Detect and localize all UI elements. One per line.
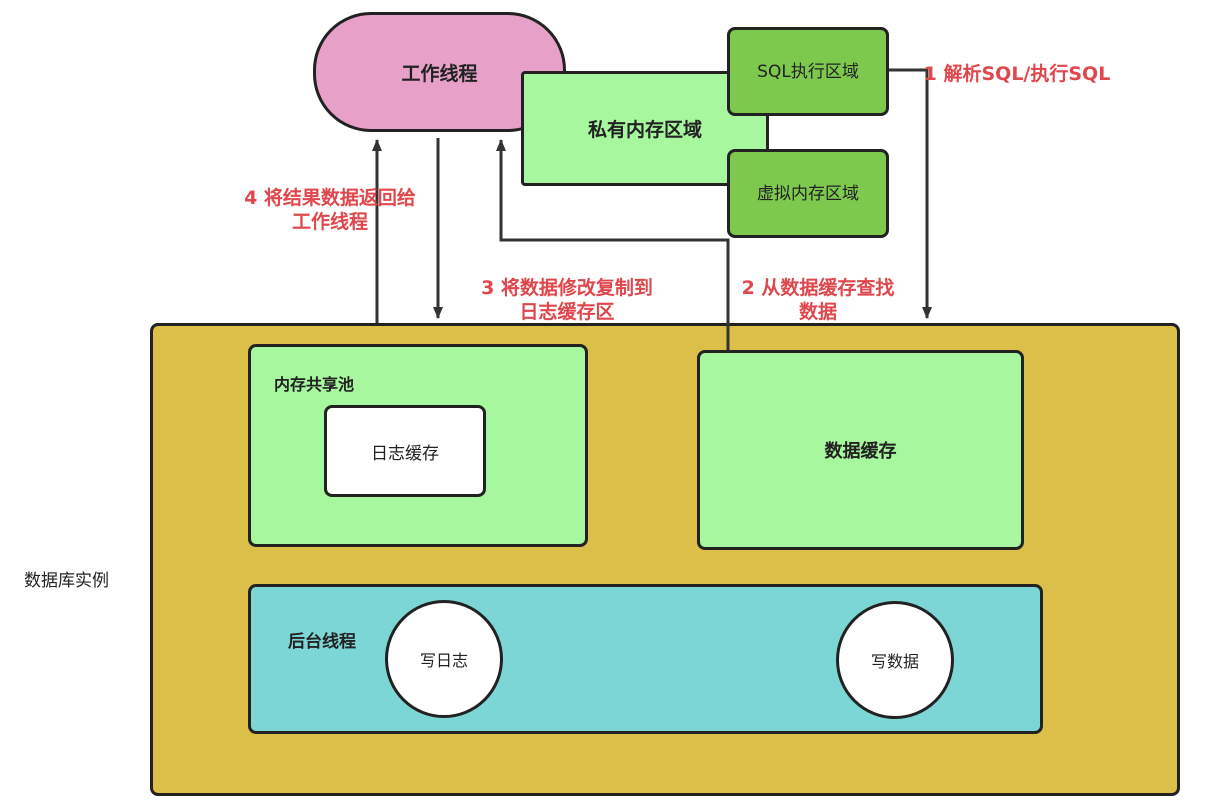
arrow-parse-to-cache bbox=[889, 68, 932, 319]
write-data-label: 写数据 bbox=[870, 652, 919, 671]
step-2-label: 2 从数据缓存查找数据 bbox=[741, 277, 895, 323]
virtual-memory-area-label: 虚拟内存区域 bbox=[757, 183, 859, 204]
data-cache-node: 数据缓存 bbox=[697, 350, 1024, 550]
private-memory-label: 私有内存区域 bbox=[587, 119, 702, 141]
write-log-label: 写日志 bbox=[419, 651, 468, 670]
sql-execution-area-label: SQL执行区域 bbox=[757, 61, 859, 82]
data-cache-label: 数据缓存 bbox=[824, 441, 897, 462]
arrow-copy-to-log bbox=[496, 139, 730, 350]
shared-memory-pool-label: 内存共享池 bbox=[274, 375, 355, 394]
background-thread-label: 后台线程 bbox=[288, 632, 356, 652]
write-data-node: 写数据 bbox=[836, 601, 954, 719]
log-cache-label: 日志缓存 bbox=[371, 443, 439, 464]
virtual-memory-area-node: 虚拟内存区域 bbox=[727, 149, 889, 238]
step-1-label: 1 解析SQL/执行SQL bbox=[923, 63, 1111, 85]
step-3-label: 3 将数据修改复制到日志缓存区 bbox=[481, 277, 653, 323]
database-instance-label: 数据库实例 bbox=[24, 571, 109, 591]
write-log-node: 写日志 bbox=[385, 600, 503, 718]
sql-execution-area-node: SQL执行区域 bbox=[727, 27, 889, 116]
log-cache-node: 日志缓存 bbox=[324, 405, 486, 497]
step-4-label: 4 将结果数据返回给工作线程 bbox=[244, 187, 416, 233]
worker-thread-label: 工作线程 bbox=[401, 62, 478, 85]
